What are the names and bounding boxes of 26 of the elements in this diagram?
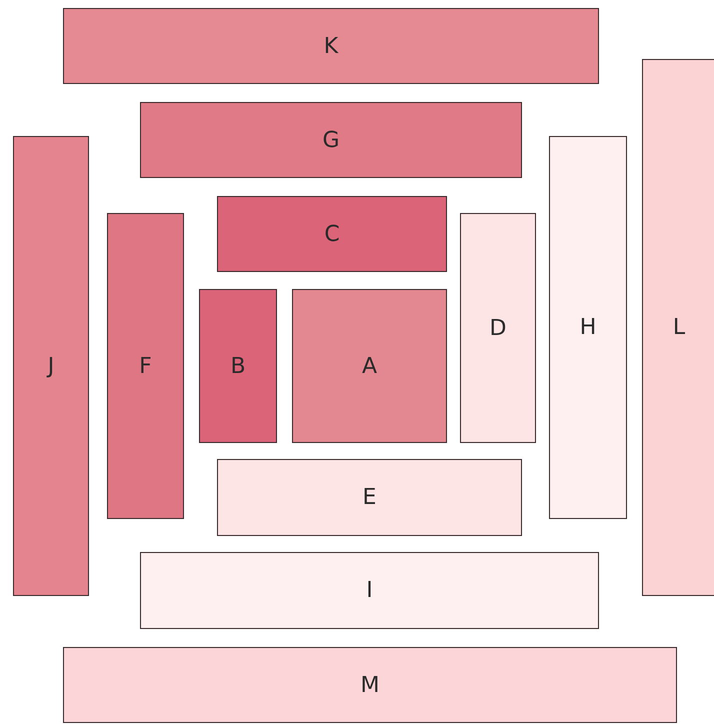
block-label: D (490, 316, 506, 340)
block-label: E (362, 485, 376, 510)
region-block (460, 213, 536, 443)
region-block (63, 647, 677, 723)
region-block (217, 196, 447, 272)
block-label: K (324, 34, 338, 58)
block-label: B (230, 354, 246, 378)
region-block (217, 459, 522, 536)
region-block (107, 213, 184, 519)
region-block (140, 102, 522, 178)
region-block (549, 136, 627, 519)
block-label: H (580, 315, 596, 340)
region-block (199, 289, 277, 443)
region-block (63, 8, 599, 84)
block-label: A (362, 354, 378, 378)
block-label: M (360, 672, 380, 698)
block-label: J (48, 354, 54, 378)
block-label: G (322, 128, 340, 152)
block-label: L (672, 315, 686, 340)
block-label: F (139, 354, 152, 378)
block-label: I (366, 578, 373, 603)
region-block (292, 289, 447, 443)
region-block (140, 552, 599, 629)
region-block (642, 59, 714, 596)
region-block (13, 136, 89, 596)
block-label: C (324, 222, 340, 246)
